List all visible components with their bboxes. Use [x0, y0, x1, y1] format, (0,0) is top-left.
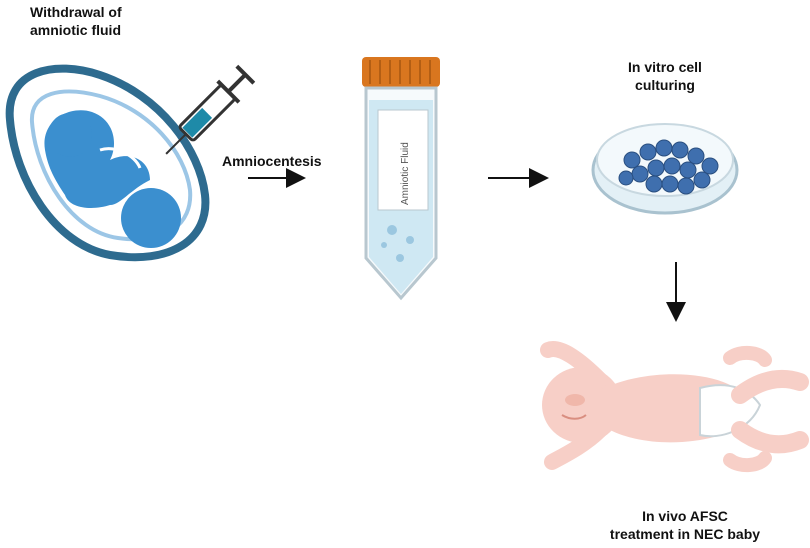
in-vivo-label-line-2: treatment in NEC baby [609, 526, 761, 542]
petri-dish-icon [591, 123, 739, 215]
amniocentesis-label: Amniocentesis [222, 153, 322, 169]
withdrawal-label: Withdrawal of amniotic fluid [30, 3, 122, 39]
baby-icon [540, 341, 809, 472]
centrifuge-tube-icon [362, 57, 440, 301]
withdrawal-label-line-2: amniotic fluid [30, 22, 121, 38]
tube-label: Amniotic Fluid [400, 142, 411, 205]
in-vitro-label-line-2: culturing [635, 77, 695, 93]
in-vivo-label: In vivo AFSC treatment in NEC baby [580, 507, 790, 543]
in-vitro-label: In vitro cell culturing [600, 58, 730, 94]
in-vitro-label-line-1: In vitro cell [628, 59, 702, 75]
fetus-uterus-icon [5, 64, 210, 262]
syringe-icon [165, 64, 256, 155]
in-vivo-label-line-1: In vivo AFSC [642, 508, 728, 524]
withdrawal-label-line-1: Withdrawal of [30, 4, 122, 20]
